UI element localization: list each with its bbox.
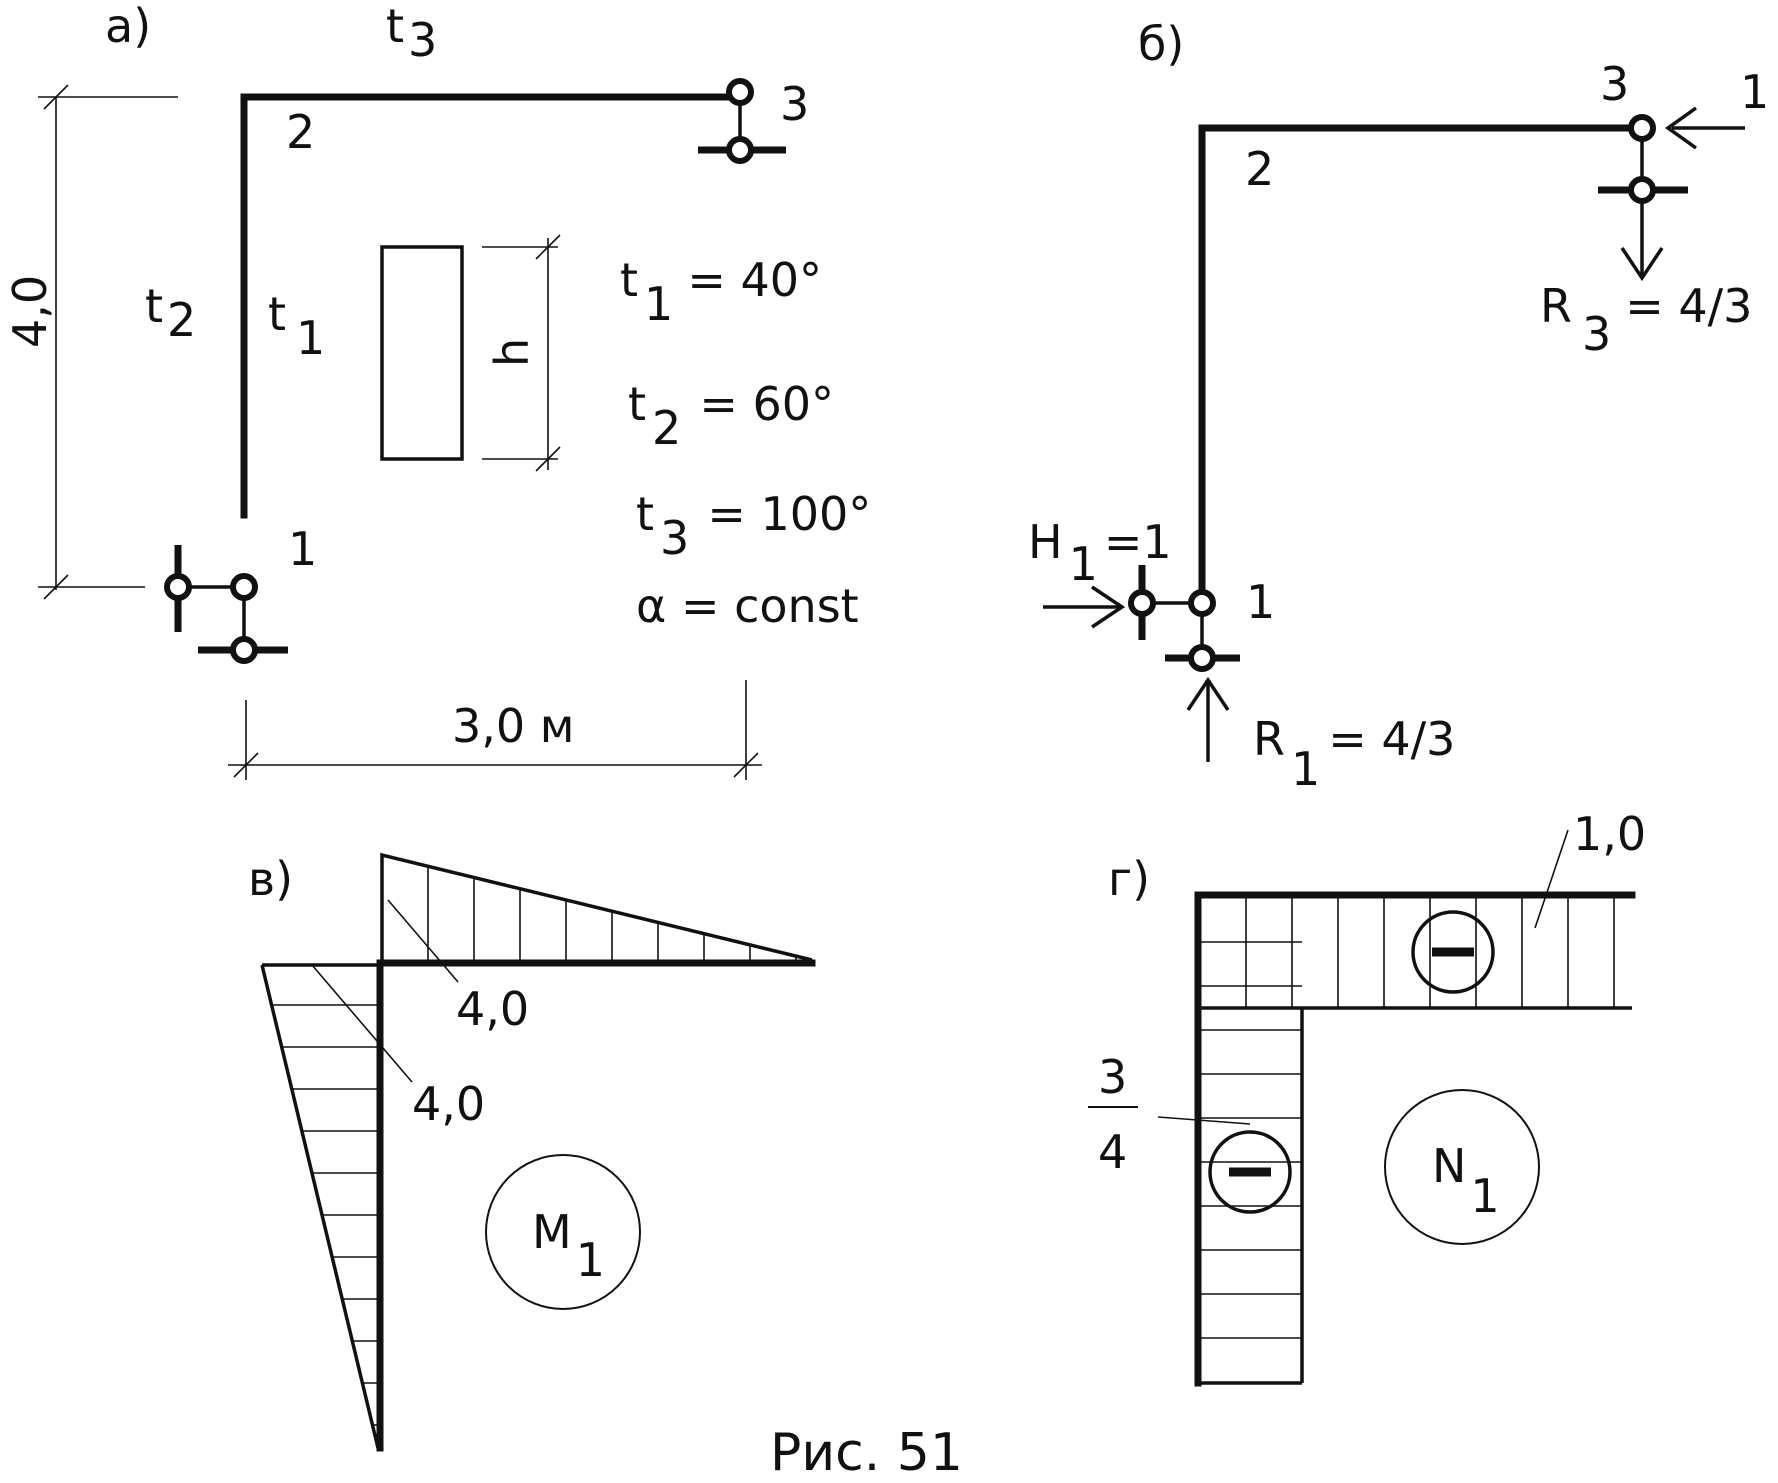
dim-tick [535,446,561,472]
hinge-3b-top [1628,114,1656,142]
temp-t3: t3 [386,0,437,67]
sign-circle-column [1208,1130,1292,1214]
hinge-1b [1188,589,1216,617]
panel-v: в) 4,0 4,0 M1 [248,852,816,1452]
panel-v-label: в) [248,852,293,906]
cross-section [380,245,464,461]
dim-tick [535,234,561,260]
hinge-1-left [164,573,192,601]
node-b-2: 2 [1245,142,1274,196]
reaction-r3-arrow [1620,247,1664,282]
leader-side [311,964,413,1083]
diagram-label-m: M1 [532,1205,605,1287]
panel-g: г) 1,0 3 4 N1 [1088,807,1646,1387]
reaction-h1-arrow [1091,585,1126,629]
leader-column [1157,1116,1251,1125]
hinge-1-bottom [230,636,258,664]
hinge-1 [230,573,258,601]
dim-height-label: 4,0 [3,275,57,348]
reaction-r1-arrow [1186,676,1230,711]
panel-g-label: г) [1108,852,1150,906]
dim-tick [233,752,259,778]
moment-value-side: 4,0 [412,1077,485,1131]
diagram-label-n: N1 [1432,1139,1500,1223]
section-dim-label: h [485,338,539,367]
node-b-3: 3 [1600,57,1629,111]
temp-t2: t2 [145,279,196,347]
reaction-r3-label: R3= 4/3 [1540,279,1752,361]
force-unit-arrow [1664,106,1698,150]
force-unit-label: 1 [1740,65,1769,119]
moment-column-hatching [271,1004,380,1426]
hinge-1b-bottom [1188,644,1216,672]
dim-tick [43,84,69,110]
hinge-3-top [726,78,754,106]
moment-beam-outline [380,852,813,963]
node-a-3: 3 [780,77,809,131]
fraction-numerator: 3 [1098,1050,1127,1104]
panel-b-label: б) [1138,17,1184,71]
node-a-2: 2 [286,105,315,159]
normal-value-beam: 1,0 [1573,807,1646,861]
figure-caption: Рис. 51 [770,1423,963,1483]
hinge-3-bottom [726,136,754,164]
leader-top [387,899,459,983]
hinge-3b-bottom [1628,176,1656,204]
leader-beam [1534,829,1569,929]
frame-b [1198,124,1644,604]
diagram-label-circle-m [485,1154,641,1310]
node-b-1: 1 [1246,575,1275,629]
moment-column-outline [260,963,380,1449]
panel-a-label: а) [105,0,151,53]
diagram-label-circle-n [1384,1089,1540,1245]
dim-tick [733,752,759,778]
normal-hatching [1198,895,1615,1339]
sign-circle-beam [1411,910,1495,994]
frame-g [1194,891,1636,1387]
hinge-1b-left [1128,589,1156,617]
reaction-r1-label: R1= 4/3 [1253,712,1455,796]
fraction-denominator: 4 [1098,1125,1127,1179]
eq-alpha: α = const [636,579,859,633]
moment-value-top: 4,0 [456,982,529,1036]
frame-v [376,959,816,1452]
dim-width-label: 3,0 м [452,699,574,753]
dim-tick [43,574,69,600]
node-a-1: 1 [288,522,317,576]
frame-a [240,93,742,519]
